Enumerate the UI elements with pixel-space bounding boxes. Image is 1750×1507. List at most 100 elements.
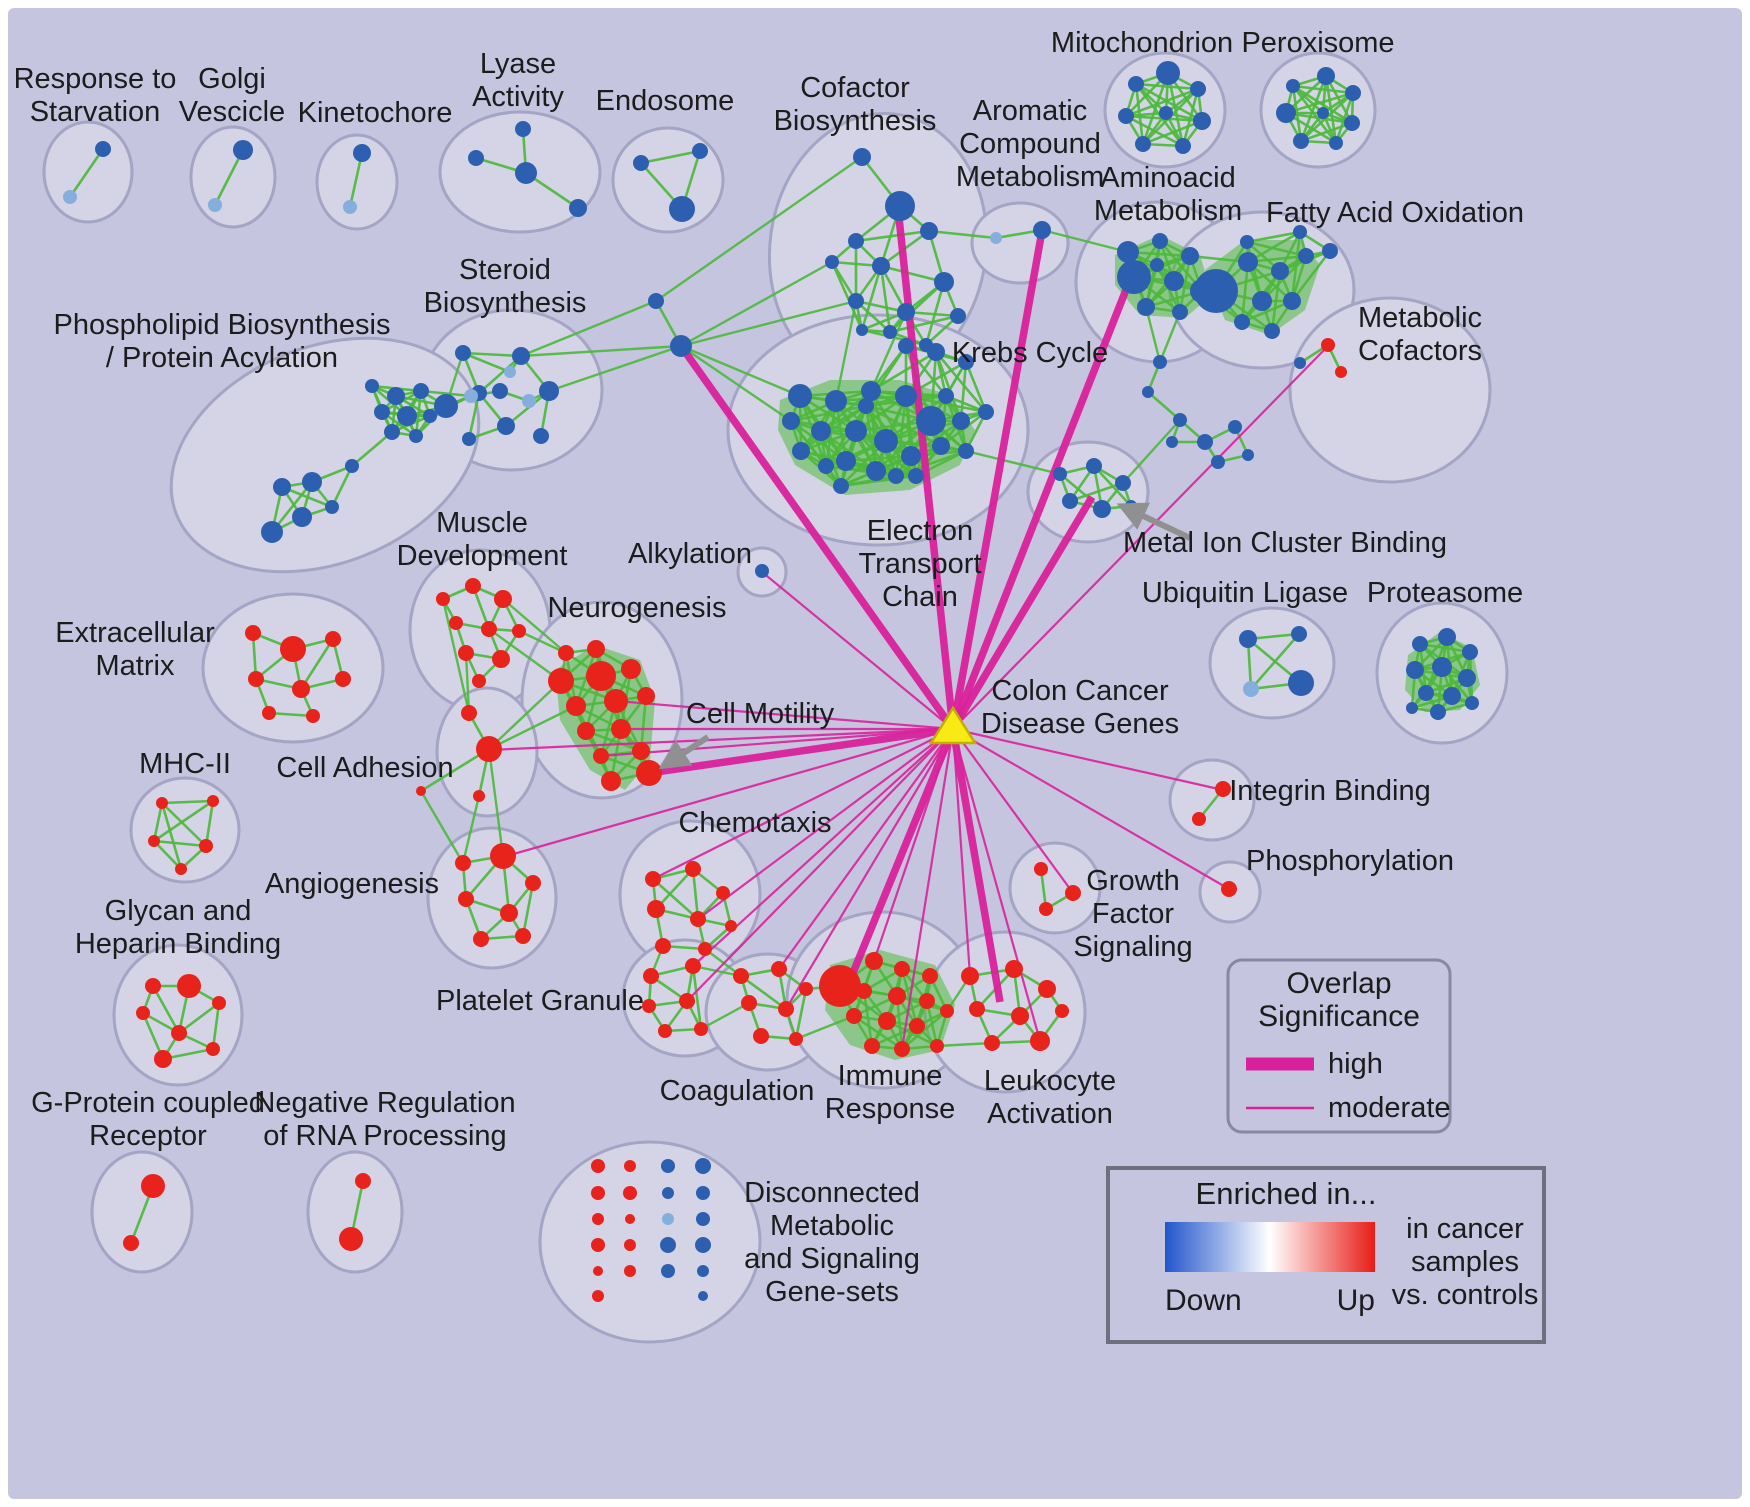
gene-overlap-edge xyxy=(351,431,393,467)
cell-motility-pointer xyxy=(658,734,710,770)
gene-overlap-edge xyxy=(1334,92,1355,144)
gene-set-node xyxy=(872,257,890,275)
gene-set-node xyxy=(1115,475,1131,491)
label-integrin-binding: Integrin Binding xyxy=(1229,775,1431,807)
gene-set-node xyxy=(1093,500,1111,518)
inter-cluster-edge xyxy=(520,299,657,358)
inter-cluster-edge xyxy=(520,344,682,358)
gene-set-node xyxy=(858,398,874,414)
gene-set-node xyxy=(698,1291,708,1301)
gene-set-node xyxy=(1293,225,1307,239)
gene-set-node xyxy=(624,1265,636,1277)
gene-set-node xyxy=(978,404,994,420)
gene-set-node xyxy=(449,616,463,630)
overlap-edge-moderate xyxy=(952,728,1230,890)
gene-set-node xyxy=(1118,108,1134,124)
gene-set-node xyxy=(1053,467,1067,481)
gene-set-node xyxy=(199,839,213,853)
gene-overlap-edge xyxy=(1059,473,1103,510)
gene-set-node xyxy=(494,590,512,608)
metal-ion-pointer xyxy=(1116,502,1192,541)
gene-overlap-edge xyxy=(160,802,183,870)
gene-set-node xyxy=(207,795,219,807)
gene-set-node xyxy=(1164,271,1184,291)
label-coagulation: Coagulation xyxy=(660,1075,815,1107)
overlap-edge-moderate xyxy=(652,728,954,880)
gene-overlap-edge xyxy=(1250,633,1300,690)
gene-set-node xyxy=(1034,862,1048,876)
gene-overlap-edge xyxy=(151,985,181,1034)
gene-set-node xyxy=(306,709,320,723)
gene-set-node xyxy=(1418,685,1434,701)
gene-overlap-edge xyxy=(889,314,959,334)
gene-set-node xyxy=(1005,960,1023,978)
cluster-glycan-heparin-binding-boundary xyxy=(112,943,244,1087)
gene-overlap-edge xyxy=(1125,114,1184,148)
gene-set-node xyxy=(1192,812,1206,826)
gene-set-node xyxy=(601,771,621,791)
gene-set-node xyxy=(661,1159,675,1173)
inter-cluster-edge xyxy=(488,680,562,750)
gene-set-node xyxy=(789,1032,803,1046)
gene-set-node xyxy=(679,993,695,1009)
gene-set-node xyxy=(208,198,222,212)
gene-set-node xyxy=(591,1238,605,1252)
gene-set-node xyxy=(848,293,864,309)
gene-overlap-edge xyxy=(1142,119,1203,146)
inter-cluster-edge xyxy=(680,299,857,348)
gene-set-node xyxy=(302,472,322,492)
enrichment-up-label: Up xyxy=(1337,1284,1375,1317)
gene-overlap-edge xyxy=(879,265,892,333)
overlap-edge-moderate xyxy=(785,728,954,1010)
gene-set-node xyxy=(1135,136,1151,152)
gene-overlap-edge xyxy=(1292,84,1354,95)
gene-set-node xyxy=(1228,420,1242,434)
gene-set-node xyxy=(1038,980,1056,998)
gene-set-node xyxy=(927,343,945,361)
gene-set-node xyxy=(490,843,516,869)
gene-set-node xyxy=(145,978,161,994)
label-mitochondrion: Mitochondrion xyxy=(1051,27,1233,59)
gene-overlap-edge xyxy=(1290,250,1332,302)
gene-set-node xyxy=(515,928,531,944)
cluster-kinetochore-boundary xyxy=(315,133,399,231)
gene-overlap-edge xyxy=(794,988,808,1040)
gene-set-node xyxy=(1329,136,1343,150)
inter-cluster-edge xyxy=(518,629,567,655)
inter-cluster-edge xyxy=(1144,306,1162,363)
gene-set-node xyxy=(685,958,701,974)
gene-overlap-edge xyxy=(889,281,945,333)
gene-set-node xyxy=(1317,107,1329,119)
gene-set-node xyxy=(1317,67,1335,85)
gene-set-node xyxy=(1033,221,1051,239)
gene-set-node xyxy=(1276,103,1296,123)
gene-overlap-edge xyxy=(420,389,472,398)
gene-set-node xyxy=(647,900,665,918)
gene-set-node xyxy=(888,468,904,484)
gene-set-node xyxy=(895,385,917,407)
gene-set-node xyxy=(384,424,400,440)
gene-set-node xyxy=(661,1264,675,1278)
gene-set-node xyxy=(611,719,631,739)
gene-overlap-edge xyxy=(789,420,828,467)
gene-overlap-edge xyxy=(855,229,930,243)
gene-set-node xyxy=(819,965,861,1007)
gene-set-node xyxy=(1283,292,1301,310)
gene-set-node xyxy=(825,255,839,269)
overlap-edge-moderate xyxy=(778,728,954,970)
cluster-aromatic-compound-metabolism-boundary xyxy=(970,201,1070,285)
cluster-disconnected-gene-sets-boundary xyxy=(538,1140,762,1344)
gene-set-node xyxy=(782,412,800,430)
gene-set-node xyxy=(515,121,531,137)
gene-set-node xyxy=(818,458,834,474)
gene-set-node xyxy=(512,347,530,365)
gene-overlap-edge xyxy=(895,449,967,478)
overlap-edge-moderate xyxy=(952,728,1074,894)
gene-overlap-edge xyxy=(865,404,942,448)
